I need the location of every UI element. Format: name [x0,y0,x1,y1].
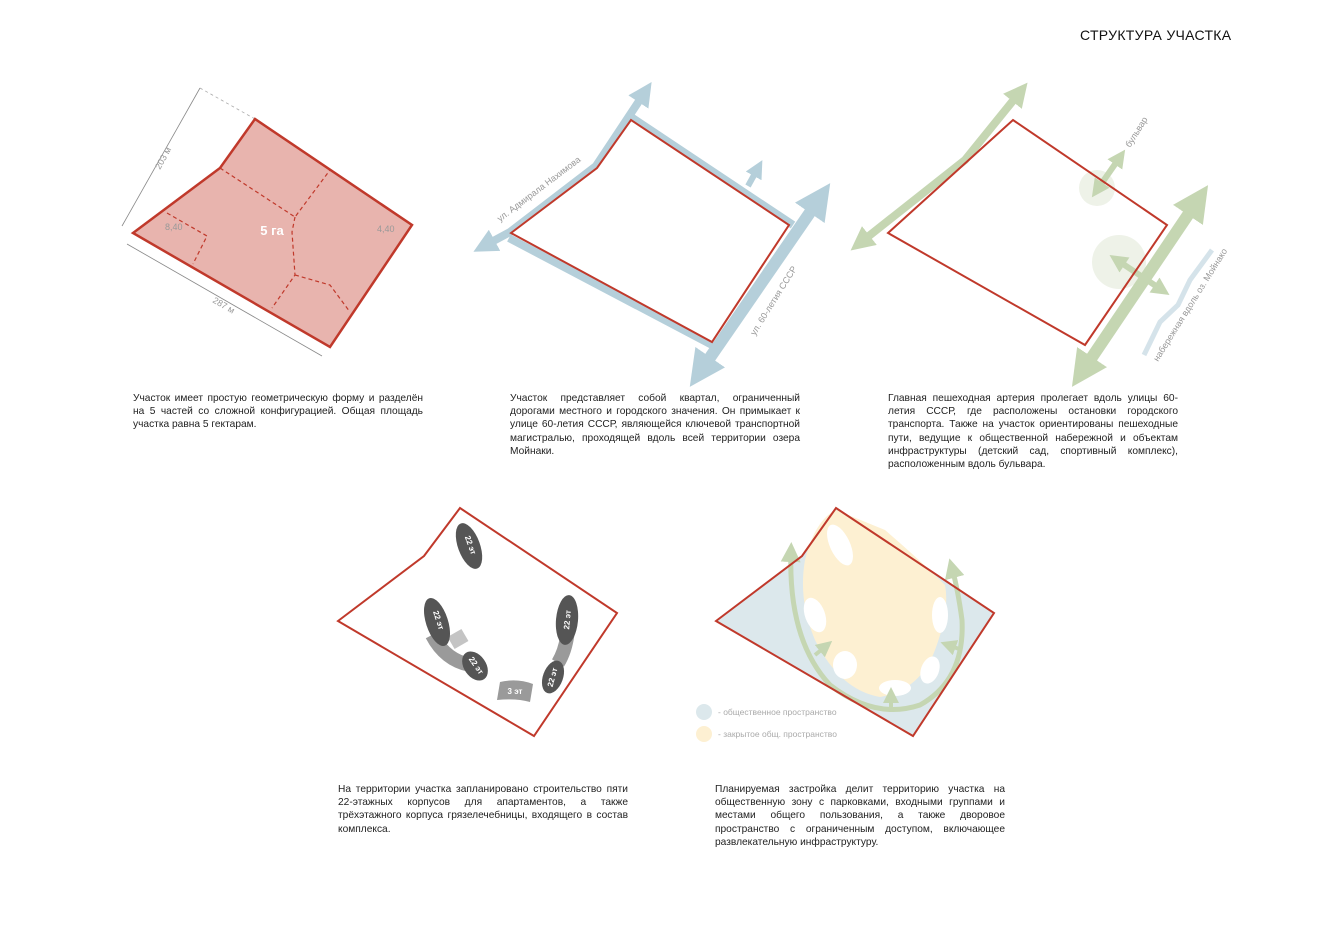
road-60-letiya [689,183,831,387]
building-22 [555,595,579,645]
building-3 [497,680,533,702]
roads-diagram: ул. Адмирала Нахимова ул. 60-летия СССР [473,81,831,387]
description-buildings: На территории участка запланировано стро… [338,784,628,835]
legend-label: - общественное пространство [718,707,837,717]
building-22 [541,660,565,694]
dimension-line-side [121,87,201,227]
zoning-diagram [714,506,996,738]
page-title: СТРУКТУРА УЧАСТКА [1080,27,1232,43]
legend-item-closed: - закрытое общ. пространство [696,726,837,742]
building-22 [423,597,451,647]
dimension-line-bottom [126,243,323,357]
plot-diagram: 5 га 8,40 4,40 203 м 287 м [121,87,414,357]
level-mark-right: 4,40 [377,224,395,234]
dimension-bottom-label: 287 м [211,295,237,316]
building-22 [455,523,483,569]
building-22 [462,651,488,681]
pedestrian-diagram: бульвар набережная вдоль оз. Мойнако [850,82,1229,387]
buildings [423,523,579,694]
area-label: 5 га [260,223,284,238]
dimension-side-label: 203 м [153,145,173,171]
description-pedestrian: Главная пешеходная артерия пролегает вдо… [888,393,1178,471]
road-nakhimova [473,81,652,252]
legend-swatch-closed [696,726,712,742]
legend-label: - закрытое общ. пространство [718,729,837,739]
buildings-diagram: 22 эт 22 эт 22 эт 22 эт 22 эт 3 эт [336,506,619,738]
description-roads: Участок представляет собой квартал, огра… [510,393,800,457]
legend-swatch-public [696,704,712,720]
pedestrian-path [850,82,1028,251]
main-pedestrian-artery [1071,185,1209,387]
building-floors: 3 эт [508,687,523,696]
legend-item-public: - общественное пространство [696,704,837,720]
lake-shore [1141,248,1215,357]
label-embankment: набережная вдоль оз. Мойнако [1151,247,1229,364]
plot-boundary [130,117,414,349]
description-plot: Участок имеет простую геометрическую фор… [133,393,423,431]
circulation-path [780,542,965,712]
label-boulevard: бульвар [1123,115,1149,149]
building-floors: 22 эт [562,610,573,630]
description-zoning: Планируемая застройка делит территорию у… [715,784,1005,848]
level-mark-left: 8,40 [165,222,183,232]
plot-division-lines [166,167,351,313]
